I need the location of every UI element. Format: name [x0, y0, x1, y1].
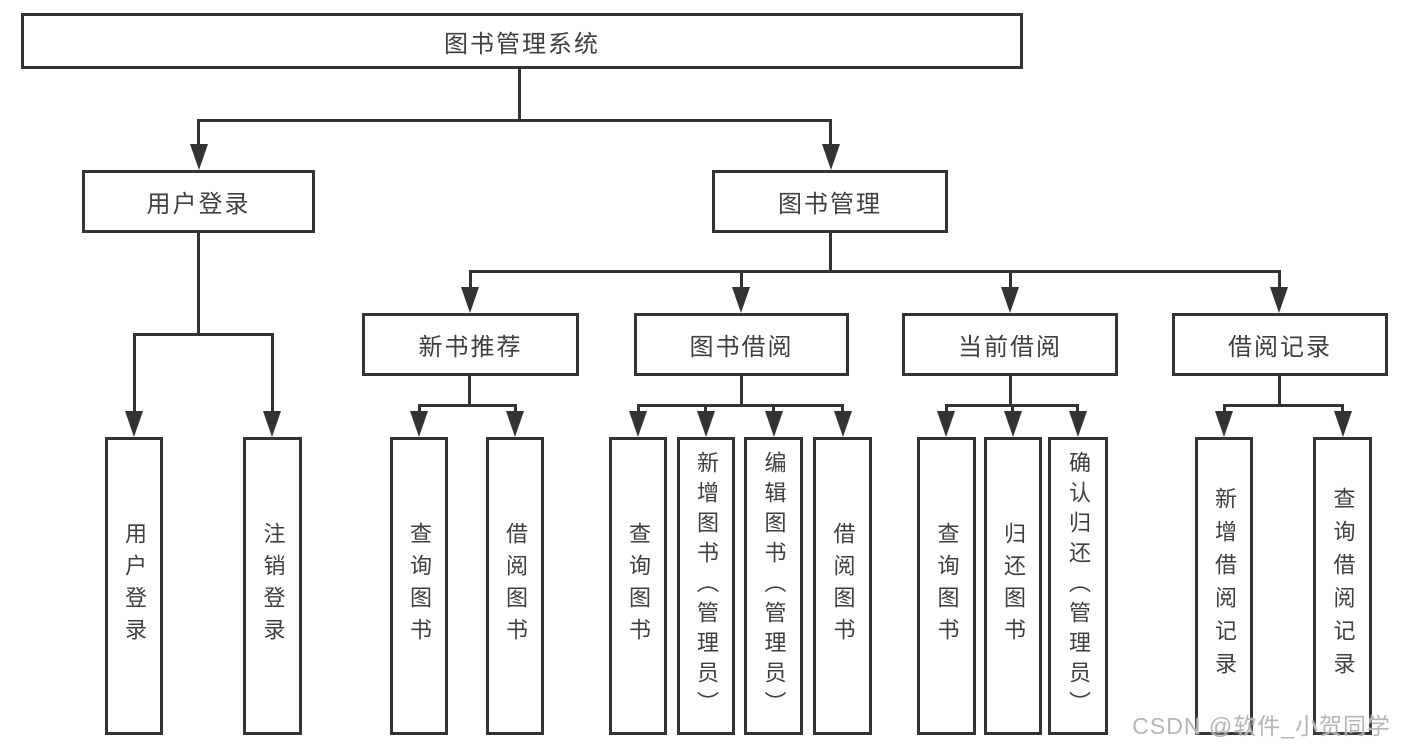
- node-root-label: 图书管理系统: [444, 30, 600, 58]
- node-new-book-recommend: 新书推荐: [362, 313, 579, 376]
- arrowhead-icon: [1334, 411, 1352, 437]
- leaf-add-books-admin-label: 新增图书（管理员）: [694, 451, 719, 721]
- leaf-borrow-books-label: 借阅图书: [830, 522, 856, 650]
- connector-line: [1278, 376, 1281, 407]
- leaf-return-books-label: 归还图书: [1001, 522, 1026, 650]
- csdn-watermark: CSDN @软件_小贺同学: [1132, 713, 1391, 739]
- leaf-return-books: 归还图书: [984, 437, 1042, 735]
- leaf-query-borrow-record: 查询借阅记录: [1313, 437, 1372, 735]
- arrowhead-icon: [1270, 287, 1288, 313]
- connector-line: [133, 333, 273, 336]
- connector-line: [740, 270, 743, 290]
- leaf-logout-label: 注销登录: [260, 522, 286, 650]
- leaf-add-borrow-record: 新增借阅记录: [1195, 437, 1253, 735]
- connector-line: [133, 333, 136, 413]
- leaf-add-borrow-record-label: 新增借阅记录: [1212, 487, 1237, 685]
- connector-line: [197, 119, 832, 122]
- connector-line: [468, 376, 471, 407]
- leaf-recommend-query-books: 查询图书: [390, 437, 448, 735]
- leaf-logout: 注销登录: [243, 437, 302, 735]
- connector-line: [271, 333, 274, 413]
- node-book-management: 图书管理: [712, 170, 948, 233]
- leaf-user-login: 用户登录: [105, 437, 163, 735]
- node-borrow-record: 借阅记录: [1172, 313, 1388, 376]
- arrowhead-icon: [1004, 411, 1022, 437]
- connector-line: [514, 404, 517, 416]
- leaf-borrow-books: 借阅图书: [813, 437, 872, 735]
- node-root: 图书管理系统: [21, 13, 1023, 69]
- connector-line: [772, 404, 775, 416]
- connector-line: [829, 119, 832, 147]
- leaf-borrow-query-books: 查询图书: [609, 437, 667, 735]
- arrowhead-icon: [822, 144, 840, 170]
- arrowhead-icon: [937, 411, 955, 437]
- connector-line: [637, 404, 844, 407]
- leaf-recommend-borrow-books-label: 借阅图书: [503, 522, 528, 650]
- connector-line: [1223, 404, 1344, 407]
- arrowhead-icon: [506, 411, 524, 437]
- arrowhead-icon: [1001, 287, 1019, 313]
- connector-line: [197, 119, 200, 147]
- leaf-confirm-return-admin: 确认归还（管理员）: [1048, 437, 1108, 735]
- arrowhead-icon: [697, 411, 715, 437]
- connector-line: [197, 233, 200, 335]
- arrowhead-icon: [629, 411, 647, 437]
- arrowhead-icon: [1069, 411, 1087, 437]
- connector-line: [469, 270, 472, 290]
- connector-line: [418, 404, 517, 407]
- arrowhead-icon: [410, 411, 428, 437]
- node-current-borrow-label: 当前借阅: [958, 334, 1062, 361]
- connector-line: [945, 404, 948, 416]
- leaf-add-books-admin: 新增图书（管理员）: [677, 437, 735, 735]
- connector-line: [740, 376, 743, 407]
- node-current-borrow: 当前借阅: [902, 313, 1118, 376]
- arrowhead-icon: [834, 411, 852, 437]
- connector-line: [1076, 404, 1079, 416]
- leaf-borrow-query-books-label: 查询图书: [626, 522, 651, 650]
- leaf-query-borrow-record-label: 查询借阅记录: [1330, 487, 1356, 685]
- arrowhead-icon: [765, 411, 783, 437]
- arrowhead-icon: [263, 411, 281, 437]
- connector-line: [1009, 376, 1012, 407]
- leaf-edit-books-admin: 编辑图书（管理员）: [744, 437, 803, 735]
- leaf-edit-books-admin-label: 编辑图书（管理员）: [761, 451, 787, 721]
- connector-line: [829, 233, 832, 273]
- connector-line: [841, 404, 844, 416]
- connector-line: [637, 404, 640, 416]
- arrowhead-icon: [1215, 411, 1233, 437]
- connector-line: [704, 404, 707, 416]
- connector-line: [418, 404, 421, 416]
- leaf-recommend-query-books-label: 查询图书: [407, 522, 432, 650]
- arrowhead-icon: [125, 411, 143, 437]
- node-book-borrow: 图书借阅: [634, 313, 849, 376]
- connector-line: [1223, 404, 1226, 416]
- arrowhead-icon: [732, 287, 750, 313]
- arrowhead-icon: [190, 144, 208, 170]
- node-book-borrow-label: 图书借阅: [689, 334, 794, 361]
- connector-line: [1341, 404, 1344, 416]
- leaf-confirm-return-admin-label: 确认归还（管理员）: [1066, 451, 1091, 721]
- leaf-current-query-books-label: 查询图书: [934, 522, 960, 650]
- leaf-recommend-borrow-books: 借阅图书: [486, 437, 544, 735]
- node-book-management-label: 图书管理: [778, 191, 882, 218]
- connector-line: [1278, 270, 1281, 290]
- connector-line: [469, 270, 1281, 273]
- connector-line: [1009, 270, 1012, 290]
- connector-line: [1011, 404, 1014, 416]
- leaf-current-query-books: 查询图书: [917, 437, 976, 735]
- node-user-login: 用户登录: [82, 170, 315, 233]
- node-user-login-label: 用户登录: [146, 191, 251, 218]
- node-new-book-recommend-label: 新书推荐: [418, 334, 523, 361]
- arrowhead-icon: [461, 287, 479, 313]
- connector-line: [518, 69, 521, 120]
- node-borrow-record-label: 借阅记录: [1228, 334, 1332, 361]
- leaf-user-login-label: 用户登录: [122, 522, 147, 650]
